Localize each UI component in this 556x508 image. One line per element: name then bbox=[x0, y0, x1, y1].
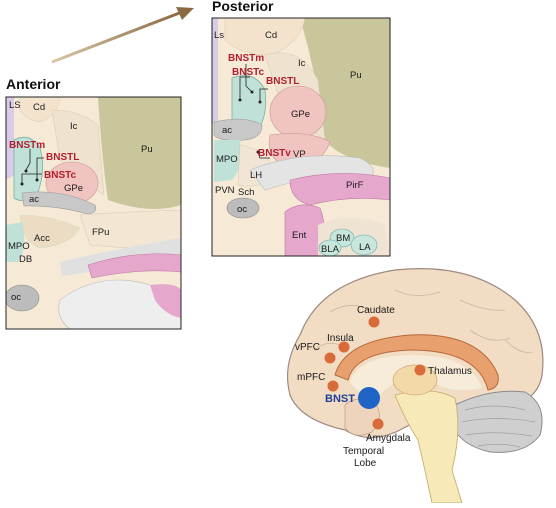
bla-nucleus bbox=[318, 239, 342, 256]
label-caudate: Caudate bbox=[357, 305, 395, 316]
temporal-pink bbox=[150, 284, 181, 318]
label-oc: oc bbox=[11, 292, 21, 303]
label-fpu: FPu bbox=[92, 227, 109, 238]
label-bnstl: BNSTL bbox=[266, 76, 299, 87]
label-ic: Ic bbox=[298, 58, 306, 69]
pink-band bbox=[87, 253, 181, 279]
label-bm: BM bbox=[336, 233, 350, 244]
label-cd: Cd bbox=[265, 30, 277, 41]
bnst-leader-lines bbox=[21, 149, 44, 183]
pirf-region bbox=[289, 173, 390, 206]
label-bnstl: BNSTL bbox=[46, 152, 79, 163]
putamen-region bbox=[98, 97, 181, 209]
septum-strip bbox=[212, 18, 218, 125]
fundus-putamen bbox=[79, 209, 181, 249]
label-la: LA bbox=[359, 242, 371, 253]
putamen-region bbox=[300, 18, 390, 168]
label-gpe: GPe bbox=[291, 109, 310, 120]
optic-chiasm bbox=[226, 197, 260, 219]
label-bnstv: BNSTv bbox=[258, 148, 291, 159]
label-amygdala: Amygdala bbox=[366, 433, 411, 444]
optic-chiasm bbox=[6, 284, 40, 312]
mpo-region bbox=[214, 140, 242, 182]
bnst-leader-lines bbox=[239, 64, 270, 159]
label-bnstc: BNSTc bbox=[44, 170, 76, 181]
mpfc-dot bbox=[327, 380, 339, 392]
label-pirf: PirF bbox=[346, 180, 364, 191]
caudate-region bbox=[19, 97, 61, 123]
label-bnstm: BNSTm bbox=[228, 53, 264, 64]
brain-illustration: Caudate Insula vPFC mPFC Thalamus BNST A… bbox=[286, 268, 544, 504]
label-sch: Sch bbox=[238, 187, 254, 198]
septum-strip bbox=[6, 97, 14, 180]
anterior-panel: LS Cd Ic Pu BNSTm BNSTL BNSTc GPe ac Acc… bbox=[5, 96, 182, 330]
label-insula: Insula bbox=[327, 333, 354, 344]
la-nucleus bbox=[350, 234, 378, 256]
anterior-commissure bbox=[21, 191, 96, 215]
accumbens-region bbox=[19, 214, 81, 249]
posterior-panel: Ls Cd Ic Pu BNSTm BNSTc BNSTL GPe ac BNS… bbox=[211, 17, 391, 257]
mpo-region bbox=[6, 222, 25, 262]
label-cd: Cd bbox=[33, 102, 45, 113]
label-db: DB bbox=[19, 254, 32, 265]
corpus-callosum bbox=[334, 334, 499, 391]
bnst-dots bbox=[20, 169, 39, 186]
thalamus-dot bbox=[414, 364, 426, 376]
bnst-dots bbox=[238, 90, 262, 154]
label-bnstm: BNSTm bbox=[9, 140, 45, 151]
label-vpfc: vPFC bbox=[295, 342, 320, 353]
label-ac: ac bbox=[29, 194, 39, 205]
label-vp: VP bbox=[293, 149, 306, 160]
label-pvn: PVN bbox=[215, 185, 235, 196]
insula-dot bbox=[338, 341, 350, 353]
label-ls: LS bbox=[9, 100, 21, 111]
label-pu: Pu bbox=[350, 70, 362, 81]
cerebellum bbox=[451, 390, 543, 453]
anterior-heading: Anterior bbox=[6, 76, 61, 92]
label-gpe: GPe bbox=[64, 183, 83, 194]
cerebellum-folia bbox=[461, 405, 536, 448]
label-bla: BLA bbox=[321, 244, 340, 255]
direction-arrow bbox=[51, 7, 194, 64]
label-lh: LH bbox=[250, 170, 262, 181]
label-temporal-line1: Temporal bbox=[343, 446, 384, 457]
posterior-heading: Posterior bbox=[212, 0, 274, 14]
label-mpo: MPO bbox=[8, 241, 30, 252]
label-bnstc: BNSTc bbox=[232, 67, 264, 78]
bnst-dot bbox=[358, 387, 380, 409]
vpfc-dot bbox=[324, 352, 336, 364]
label-thalamus: Thalamus bbox=[428, 366, 472, 377]
thalamus-shape bbox=[392, 364, 438, 396]
label-ic: Ic bbox=[70, 121, 78, 132]
label-pu: Pu bbox=[141, 144, 153, 155]
label-acc: Acc bbox=[34, 233, 50, 244]
label-mpo: MPO bbox=[216, 154, 238, 165]
amygdala-dot bbox=[372, 418, 384, 430]
brain-gyri bbox=[314, 289, 533, 353]
label-ent: Ent bbox=[292, 230, 307, 241]
label-oc: oc bbox=[237, 204, 247, 215]
label-ls: Ls bbox=[214, 30, 224, 41]
caudate-dot bbox=[368, 316, 380, 328]
label-mpfc: mPFC bbox=[297, 372, 325, 383]
label-ac: ac bbox=[222, 125, 232, 136]
label-bnst: BNST bbox=[325, 393, 355, 405]
label-temporal-line2: Lobe bbox=[354, 458, 377, 469]
anterior-commissure bbox=[213, 118, 263, 141]
brainstem bbox=[394, 390, 463, 504]
region-dots bbox=[324, 316, 426, 430]
